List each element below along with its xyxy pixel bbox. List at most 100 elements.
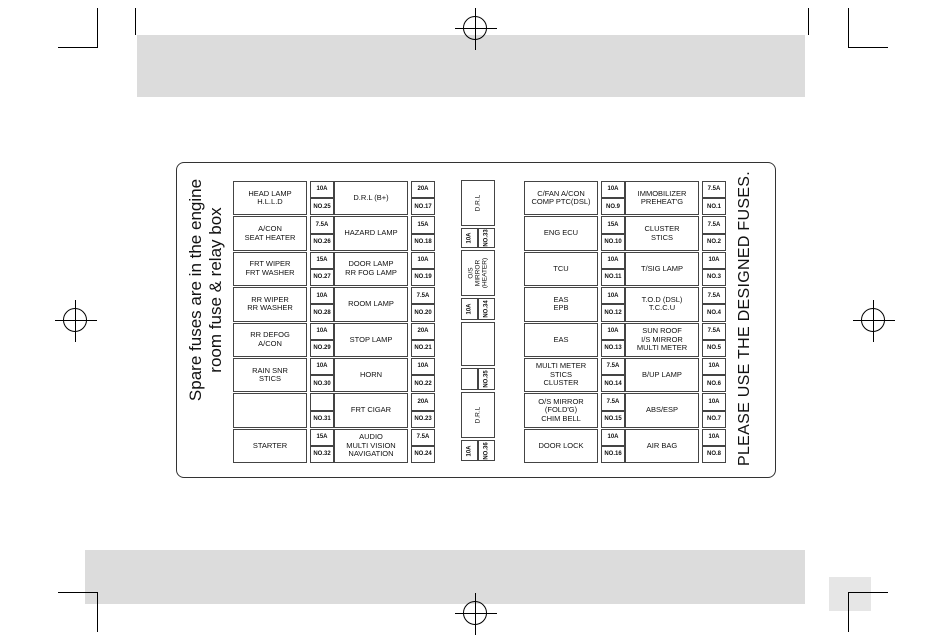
fuse-number: NO.8 (702, 446, 726, 464)
fuse-amperage: 10A (601, 428, 625, 446)
fuse-amperage: 7.5A (601, 393, 625, 411)
fuse-amperage: 7.5A (601, 358, 625, 376)
fuse-label: HAZARD LAMP (334, 216, 408, 251)
fuse-number: NO.5 (702, 339, 726, 357)
fuse-number: NO.32 (310, 446, 334, 464)
fuse-33-amp-text: 10A (466, 232, 472, 244)
header-band (137, 35, 805, 97)
fuse-amperage: 7.5A (702, 181, 726, 199)
page-tab (829, 577, 871, 611)
fuse-number: NO.17 (411, 198, 435, 216)
designed-fuse-warning: PLEASE USE THE DESIGNED FUSES. (736, 170, 753, 466)
fuse-amperage: 10A (601, 251, 625, 269)
fuse-amperage: 15A (601, 216, 625, 234)
fuse-34-amp-text: 10A (466, 303, 472, 315)
fuse-amperage: 10A (310, 287, 334, 305)
fuse-number: NO.12 (601, 304, 625, 322)
fuse-number: NO.7 (702, 410, 726, 428)
os-mirror-heater-relay: O/S MIRROR (HEATER) (461, 250, 495, 296)
fuse-label: ENG ECU (524, 216, 598, 251)
fuse-34-number: NO.34 (478, 298, 495, 320)
fuse-label: AIR BAG (625, 428, 699, 464)
fuse-label: HEAD LAMP H.L.L.D (233, 181, 307, 216)
fuse-label: TCU (524, 251, 598, 287)
fuse-amperage: 15A (411, 216, 435, 234)
fuse-number: NO.22 (411, 375, 435, 393)
fuse-label: RR WIPER RR WASHER (233, 287, 307, 322)
fuse-number: NO.26 (310, 233, 334, 251)
fuse-34-number-text: NO.34 (483, 300, 489, 318)
fuse-amperage: 7.5A (310, 216, 334, 234)
fuse-number: NO.14 (601, 375, 625, 393)
fuse-label: D.R.L (B+) (334, 181, 408, 216)
crop-mark (848, 8, 849, 48)
drl-bottom-label: D.R.L (474, 406, 482, 424)
fuse-label: B/UP LAMP (625, 358, 699, 393)
fuse-36-amp: 10A (461, 440, 478, 461)
fuse-number: NO.27 (310, 269, 334, 287)
fuse-label: AUDIO MULTI VISION NAVIGATION (334, 428, 408, 464)
fuse-label: ABS/ESP (625, 393, 699, 428)
registration-mark (853, 300, 895, 342)
fuse-number: NO.31 (310, 410, 334, 428)
fuse-amperage: 20A (411, 393, 435, 411)
fuse-label: EAS (524, 322, 598, 357)
fuse-amperage: 10A (310, 181, 334, 199)
fuse-number: NO.2 (702, 233, 726, 251)
crop-mark (808, 8, 809, 35)
fuse-label: EAS EPB (524, 287, 598, 322)
fuse-amperage: 20A (411, 322, 435, 340)
fuse-label: ROOM LAMP (334, 287, 408, 322)
registration-mark (55, 300, 97, 342)
fuse-label: CLUSTER STICS (625, 216, 699, 251)
fuse-number: NO.28 (310, 304, 334, 322)
fuse-number: NO.18 (411, 233, 435, 251)
fuse-label: T.O.D (DSL) T.C.C.U (625, 287, 699, 322)
fuse-36-number: NO.36 (478, 440, 495, 461)
fuse-label: STOP LAMP (334, 322, 408, 357)
fuse-number: NO.4 (702, 304, 726, 322)
os-mirror-heater-label: O/S MIRROR (HEATER) (467, 257, 489, 289)
fuse-number: NO.9 (601, 198, 625, 216)
crop-mark (848, 592, 888, 593)
fuse-label: O/S MIRROR (FOLD'G) CHIM BELL (524, 393, 598, 428)
fuse-amperage: 10A (411, 251, 435, 269)
fuse-number: NO.15 (601, 410, 625, 428)
fuse-label: FRT WIPER FRT WASHER (233, 251, 307, 287)
fuse-33-number: NO.33 (478, 228, 495, 248)
fuse-amperage: 10A (702, 393, 726, 411)
fuse-35-number: NO.35 (478, 368, 495, 390)
crop-mark (135, 8, 136, 35)
fuse-label: STARTER (233, 428, 307, 464)
drl-relay-bottom: D.R.L (461, 392, 495, 438)
fuse-number: NO.29 (310, 339, 334, 357)
fuse-number: NO.30 (310, 375, 334, 393)
fuse-amperage (310, 393, 334, 411)
fuse-label: C/FAN A/CON COMP PTC(DSL) (524, 181, 598, 216)
spare-fuse-note: Spare fuses are in the engine room fuse … (186, 178, 225, 402)
fuse-amperage: 7.5A (702, 287, 726, 305)
footer-band (85, 550, 805, 604)
fuse-35-amp (461, 368, 478, 390)
fuse-amperage: 7.5A (702, 216, 726, 234)
fuse-35-number-text: NO.35 (483, 370, 489, 388)
fuse-number: NO.6 (702, 375, 726, 393)
fuse-number: NO.1 (702, 198, 726, 216)
fuse-number: NO.24 (411, 446, 435, 464)
fuse-amperage: 15A (310, 251, 334, 269)
fuse-amperage: 7.5A (702, 322, 726, 340)
fuse-number: NO.21 (411, 339, 435, 357)
fuse-number: NO.13 (601, 339, 625, 357)
fuse-36-number-text: NO.36 (483, 441, 489, 460)
fuse-amperage: 10A (702, 428, 726, 446)
fuse-label: FRT CIGAR (334, 393, 408, 428)
registration-mark (455, 8, 497, 50)
registration-mark (455, 593, 497, 635)
fuse-amperage: 10A (702, 358, 726, 376)
crop-mark (848, 47, 888, 48)
fuse-33-number-text: NO.33 (483, 229, 489, 247)
fuse-amperage: 7.5A (411, 428, 435, 446)
crop-mark (97, 592, 98, 632)
drl-relay-top: D.R.L (461, 180, 495, 226)
fuse-34-amp: 10A (461, 298, 478, 320)
